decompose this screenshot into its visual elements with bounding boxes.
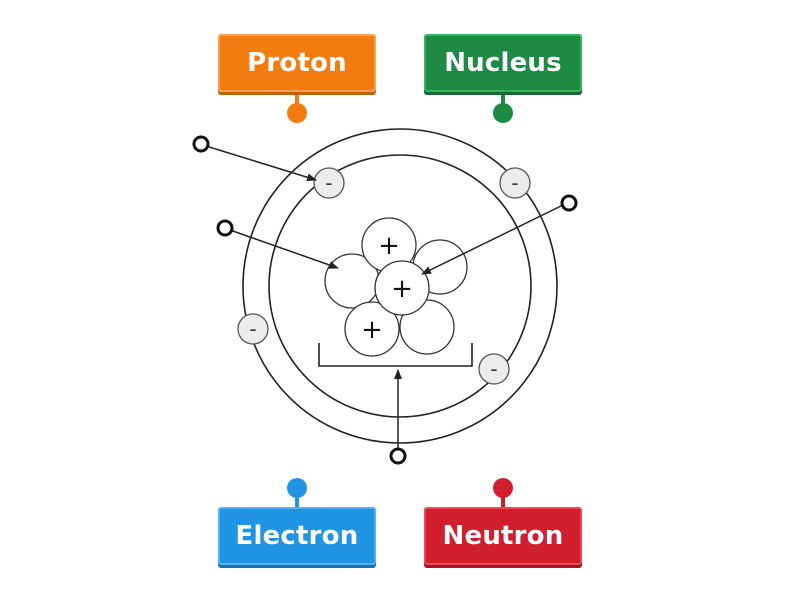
drop-target-mid-left[interactable] [216, 219, 234, 237]
nucleus-cluster: + + + [324, 217, 468, 357]
label-electron-text: Electron [235, 521, 359, 551]
label-nucleus-text: Nucleus [444, 48, 562, 78]
nucleus-bracket [318, 343, 473, 367]
label-neutron-text: Neutron [442, 521, 564, 551]
electron-particle [478, 353, 510, 385]
label-proton-text: Proton [247, 48, 347, 78]
label-nucleus[interactable]: Nucleus [424, 34, 582, 92]
electron-pin-stem [295, 492, 299, 508]
neutron-pin-dot [493, 478, 513, 498]
electron-particle [313, 167, 345, 199]
label-neutron[interactable]: Neutron [424, 507, 582, 565]
electron-sign: - [249, 317, 256, 341]
pointer-to-proton [421, 204, 564, 275]
drop-target-bottom[interactable] [389, 447, 407, 465]
label-proton[interactable]: Proton [218, 34, 376, 92]
proton-sign: + [378, 231, 400, 261]
proton-sign: + [361, 315, 383, 345]
proton-particle [374, 260, 430, 316]
electron-sign: - [490, 357, 497, 381]
outer-electron-shell [242, 128, 558, 444]
electron-particle [499, 167, 531, 199]
nucleus-pin-dot [493, 103, 513, 123]
proton-pin-dot [287, 103, 307, 123]
proton-particle [344, 301, 400, 357]
pointer-to-neutron [229, 229, 339, 269]
electron-particle [237, 313, 269, 345]
electrons: - - - - [237, 167, 531, 385]
neutron-pin-stem [501, 492, 505, 508]
electron-sign: - [511, 171, 518, 195]
proton-sign: + [391, 274, 413, 304]
drop-target-top-left[interactable] [192, 135, 210, 153]
neutron-particle [399, 299, 455, 355]
electron-pin-dot [287, 478, 307, 498]
label-electron[interactable]: Electron [218, 507, 376, 565]
drop-target-right[interactable] [560, 194, 578, 212]
pointer-to-electron [205, 145, 317, 182]
electron-sign: - [325, 171, 332, 195]
inner-electron-shell [268, 154, 532, 418]
